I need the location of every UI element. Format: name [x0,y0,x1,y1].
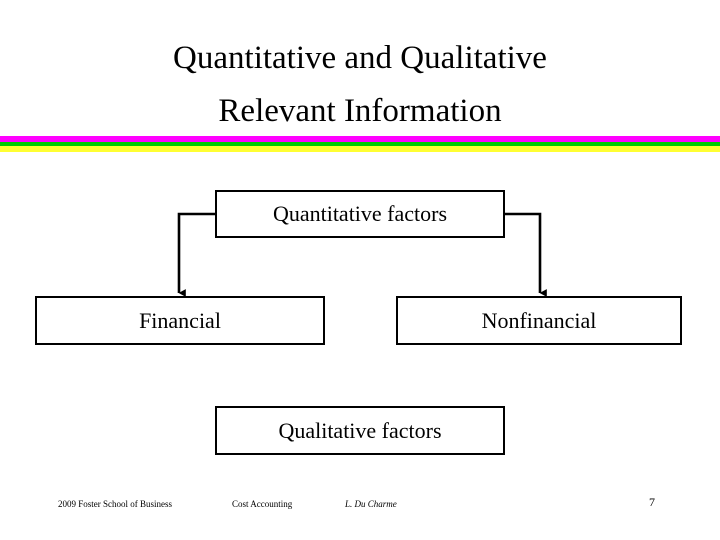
footer-page-number: 7 [649,495,655,509]
node-qualitative-factors[interactable]: Qualitative factors [215,406,505,455]
divider-bar-green [0,142,720,146]
node-quantitative-factors-label: Quantitative factors [272,201,448,226]
divider-bar-yellow [0,146,720,152]
footer-copyright: 2009 Foster School of Business [58,499,173,509]
node-financial[interactable]: Financial [35,296,325,345]
title-line-2: Relevant Information [218,93,502,129]
footer-course-name: Cost Accounting [232,499,293,509]
node-qualitative-factors-label: Qualitative factors [278,417,442,443]
page-title: Quantitative and Qualitative Relevant In… [40,32,680,138]
node-nonfinancial[interactable]: Nonfinancial [396,296,682,345]
node-nonfinancial-label: Nonfinancial [481,307,597,333]
node-financial-label: Financial [139,307,221,333]
footer-author: L. Du Charme [345,499,397,509]
divider-bar-magenta [0,136,720,142]
connector-quantitative-to-financial [177,212,215,297]
connector-quantitative-to-nonfinancial [505,212,547,297]
title-line-1: Quantitative and Qualitative [173,40,547,76]
node-quantitative-factors[interactable]: Quantitative factors [215,190,505,238]
